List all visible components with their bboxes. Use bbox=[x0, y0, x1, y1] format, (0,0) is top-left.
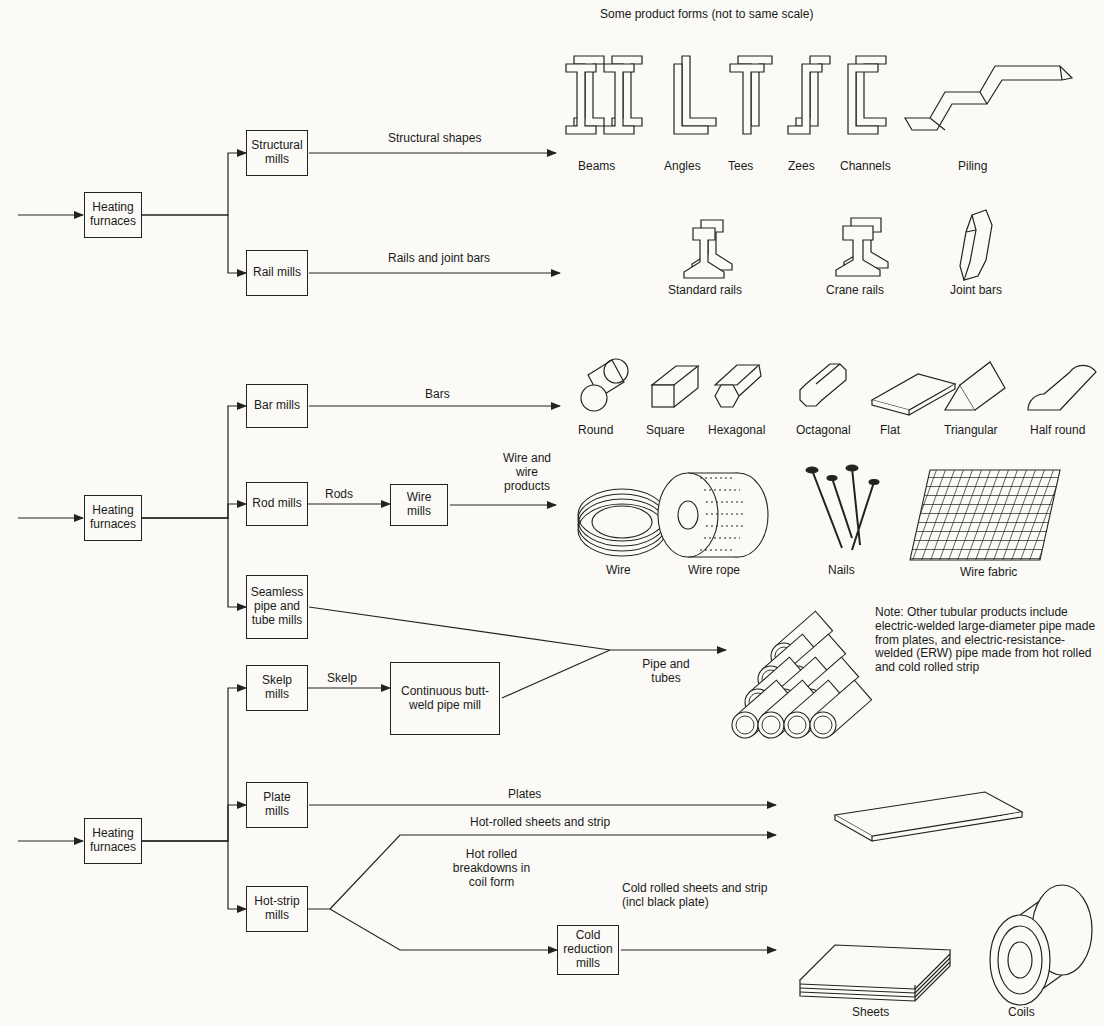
edge-label: Skelp bbox=[326, 672, 358, 686]
process-box: Heating furnaces bbox=[84, 818, 142, 864]
product-label: Beams bbox=[578, 160, 615, 174]
product-label: Wire and wire products bbox=[497, 452, 557, 493]
process-box: Rod mills bbox=[246, 482, 308, 526]
product-label: Pipe and tubes bbox=[636, 658, 696, 686]
product-label: Piling bbox=[958, 160, 987, 174]
process-box: Cold reduction mills bbox=[557, 925, 619, 975]
product-label: Bars bbox=[425, 388, 450, 402]
box-label: Rail mills bbox=[253, 266, 301, 280]
product-label: Channels bbox=[840, 160, 891, 174]
product-label: Structural shapes bbox=[388, 132, 481, 146]
product-label: Wire bbox=[606, 564, 631, 578]
product-label: Sheets bbox=[852, 1006, 889, 1020]
edge-label: Hot rolled breakdowns in coil form bbox=[448, 848, 535, 889]
process-box: Continuous butt-weld pipe mill bbox=[390, 662, 500, 735]
box-label: Hot-strip mills bbox=[250, 895, 304, 923]
product-label: Zees bbox=[788, 160, 815, 174]
product-label: Crane rails bbox=[826, 284, 884, 298]
product-label: Wire rope bbox=[688, 564, 740, 578]
flow-arrow bbox=[142, 504, 246, 518]
flow-arrow bbox=[142, 518, 246, 607]
box-label: Seamless pipe and tube mills bbox=[250, 586, 304, 627]
box-label: Heating furnaces bbox=[88, 827, 138, 855]
process-box: Structural mills bbox=[246, 130, 308, 176]
product-label: Cold rolled sheets and strip (incl black… bbox=[622, 882, 772, 910]
product-label: Round bbox=[578, 424, 613, 438]
process-box: Heating furnaces bbox=[84, 495, 142, 541]
product-label: Tees bbox=[728, 160, 753, 174]
product-label: Flat bbox=[880, 424, 900, 438]
product-label: Hexagonal bbox=[708, 424, 765, 438]
product-label: Note: Other tubular products include ele… bbox=[875, 606, 1097, 675]
box-label: Plate mills bbox=[250, 791, 304, 819]
product-label: Half round bbox=[1030, 424, 1085, 438]
flow-arrow bbox=[142, 805, 246, 841]
box-label: Rod mills bbox=[252, 497, 301, 511]
product-label: Nails bbox=[828, 564, 855, 578]
box-label: Wire mills bbox=[394, 491, 444, 519]
flow-arrow bbox=[308, 687, 390, 688]
flow-arrow bbox=[142, 688, 246, 841]
flow-arrow bbox=[142, 215, 246, 273]
product-label: Coils bbox=[1008, 1006, 1035, 1020]
flow-arrow bbox=[308, 909, 557, 950]
product-label: Angles bbox=[664, 160, 701, 174]
flow-arrow bbox=[142, 841, 246, 909]
process-box: Rail mills bbox=[246, 250, 308, 296]
product-label: Some product forms (not to same scale) bbox=[600, 8, 813, 22]
box-label: Continuous butt-weld pipe mill bbox=[394, 685, 496, 713]
edge-label: Rods bbox=[324, 488, 354, 502]
process-box: Heating furnaces bbox=[84, 192, 142, 238]
flow-arrow bbox=[142, 406, 246, 518]
product-label: Octagonal bbox=[796, 424, 851, 438]
product-label: Triangular bbox=[944, 424, 998, 438]
product-label: Square bbox=[646, 424, 685, 438]
box-label: Skelp mills bbox=[250, 674, 304, 702]
box-label: Heating furnaces bbox=[88, 504, 138, 532]
process-box: Hot-strip mills bbox=[246, 886, 308, 932]
box-label: Cold reduction mills bbox=[561, 929, 615, 970]
box-label: Bar mills bbox=[254, 399, 300, 413]
product-label: Standard rails bbox=[668, 284, 742, 298]
flow-arrow bbox=[308, 503, 390, 504]
product-label: Joint bars bbox=[950, 284, 1002, 298]
process-box: Plate mills bbox=[246, 782, 308, 828]
product-label: Plates bbox=[508, 788, 541, 802]
product-label: Rails and joint bars bbox=[388, 252, 490, 266]
process-box: Seamless pipe and tube mills bbox=[246, 575, 308, 639]
box-label: Structural mills bbox=[250, 139, 304, 167]
process-box: Bar mills bbox=[246, 384, 308, 428]
product-label: Hot-rolled sheets and strip bbox=[470, 816, 610, 830]
process-box: Wire mills bbox=[390, 484, 448, 526]
flow-arrow bbox=[142, 153, 246, 215]
product-label: Wire fabric bbox=[960, 566, 1017, 580]
box-label: Heating furnaces bbox=[88, 201, 138, 229]
process-box: Skelp mills bbox=[246, 665, 308, 711]
